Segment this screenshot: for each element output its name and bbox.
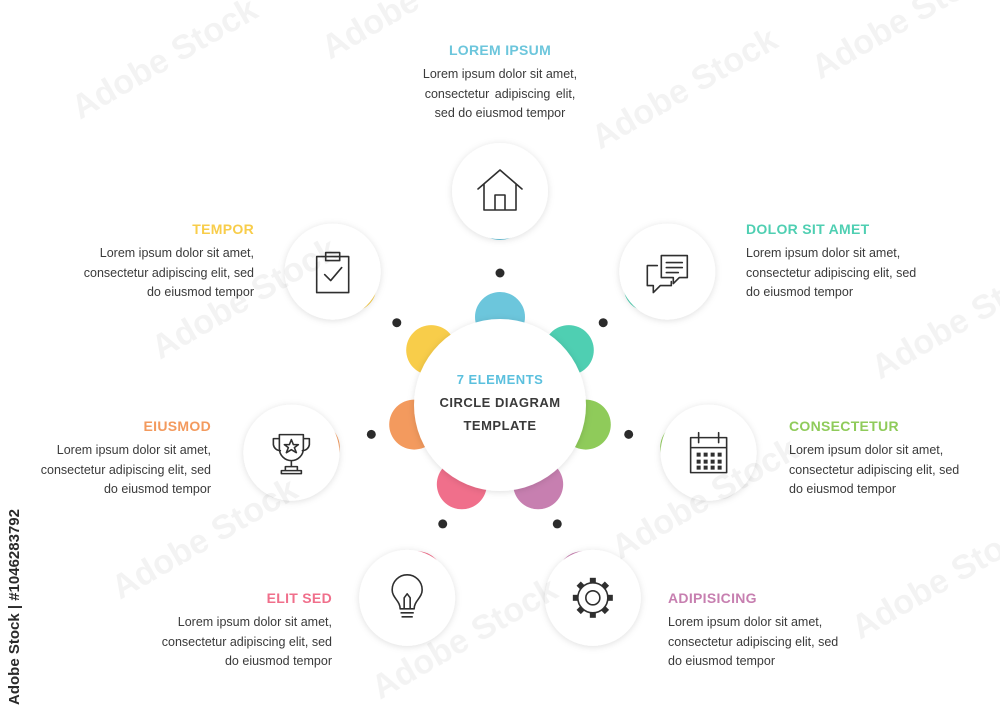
label-line: do eiusmod tempor (146, 285, 254, 300)
label-title: CONSECTETUR (789, 418, 899, 434)
label-eiusmod: EIUSMOD Lorem ipsum dolor sit amet, cons… (6, 418, 211, 500)
label-title: ADIPISICING (668, 590, 757, 606)
label-line: consectetur adipiscing elit, sed (789, 462, 960, 477)
label-body: Lorem ipsum dolor sit amet, consectetur … (6, 441, 211, 500)
connector-dot (495, 268, 505, 278)
label-line: Lorem ipsum dolor sit amet, (668, 615, 823, 629)
label-consectetur: CONSECTETUR Lorem ipsum dolor sit amet, … (789, 418, 994, 500)
connector-dots (366, 268, 634, 529)
label-line: do eiusmod tempor (103, 482, 211, 497)
label-elit-sed: ELIT SED Lorem ipsum dolor sit amet, con… (92, 590, 332, 672)
label-line: Lorem ipsum dolor sit amet, (56, 443, 211, 457)
lightbulb-icon (391, 574, 423, 618)
label-line: Lorem ipsum dolor sit amet, (422, 67, 578, 81)
icon-circle-bg (359, 549, 456, 646)
label-tempor: TEMPOR Lorem ipsum dolor sit amet, conse… (14, 221, 254, 303)
label-line: sed do eiusmod tempor (434, 106, 566, 121)
label-line: do eiusmod tempor (789, 482, 897, 497)
label-body: Lorem ipsum dolor sit amet, consectetur … (746, 244, 986, 303)
icon-circles (243, 143, 757, 646)
chat-bubbles-icon (646, 254, 689, 294)
connector-dot (392, 318, 402, 328)
label-lorem-ipsum: LOREM IPSUM Lorem ipsum dolor sit amet, … (375, 42, 625, 124)
center-circle (414, 319, 586, 491)
trophy-icon (272, 433, 311, 475)
clipboard-check-icon (315, 251, 350, 294)
label-line: consectetur adipiscing elit, sed (40, 462, 211, 477)
label-line: consectetur adipiscing elit, sed (83, 265, 254, 280)
icon-circle-bg (243, 404, 340, 501)
label-adipisicing: ADIPISICING Lorem ipsum dolor sit amet, … (668, 590, 908, 672)
label-line: consectetur adipiscing elit, sed (161, 634, 332, 649)
icon-circle (544, 549, 641, 646)
connector-dot (438, 519, 448, 529)
icon-circle (660, 404, 757, 501)
label-title: TEMPOR (192, 221, 254, 237)
watermark-text: Adobe Stock (65, 0, 264, 127)
connector-dot (598, 318, 608, 328)
label-title: ELIT SED (266, 590, 332, 606)
connector-dot (552, 519, 562, 529)
stock-id-text: Adobe Stock | #1046283792 (6, 509, 23, 705)
icon-circle (619, 223, 716, 320)
connector-dot (366, 429, 376, 439)
label-line: Lorem ipsum dolor sit amet, (789, 443, 944, 457)
center-label: 7 ELEMENTS CIRCLE DIAGRAM TEMPLATE (425, 372, 575, 433)
gear-icon (572, 577, 613, 618)
label-body: Lorem ipsum dolor sit amet, consectetur … (14, 244, 254, 303)
center-count: 7 ELEMENTS (456, 372, 544, 387)
label-line: consectetur adipiscing elit, sed (668, 634, 839, 649)
center-title: CIRCLE DIAGRAM (439, 395, 561, 410)
label-title: LOREM IPSUM (448, 42, 552, 58)
label-body: Lorem ipsum dolor sit amet, consectetur … (789, 441, 994, 500)
label-body: Lorem ipsum dolor sit amet, consectetur … (375, 65, 625, 124)
label-line: Lorem ipsum dolor sit amet, (177, 615, 332, 629)
label-body: Lorem ipsum dolor sit amet, consectetur … (92, 613, 332, 672)
icon-circle (452, 143, 548, 239)
label-line: consectetur adipiscing elit, sed (746, 265, 917, 280)
label-title: DOLOR SIT AMET (746, 221, 870, 237)
icon-circle (359, 549, 456, 646)
connector-dot (624, 429, 634, 439)
label-body: Lorem ipsum dolor sit amet, consectetur … (668, 613, 908, 672)
calendar-icon (689, 431, 728, 474)
icon-circle-bg (452, 143, 548, 239)
icon-circle-bg (619, 223, 716, 320)
house-icon (477, 169, 523, 211)
watermark-text: Adobe Stock (805, 0, 1000, 87)
label-line: Lorem ipsum dolor sit amet, (746, 246, 901, 260)
label-dolor-sit-amet: DOLOR SIT AMET Lorem ipsum dolor sit ame… (746, 221, 986, 303)
label-title: EIUSMOD (143, 418, 211, 434)
label-line: do eiusmod tempor (668, 654, 776, 669)
label-line: consectetur adipiscing elit, (424, 86, 576, 101)
label-line: do eiusmod tempor (746, 285, 854, 300)
icon-circle-bg (660, 404, 757, 501)
icon-circle-bg (284, 223, 381, 320)
label-line: do eiusmod tempor (224, 654, 332, 669)
icon-circle (284, 223, 381, 320)
icon-circle (243, 404, 340, 501)
center-subtitle: TEMPLATE (463, 418, 537, 433)
label-line: Lorem ipsum dolor sit amet, (99, 246, 254, 260)
